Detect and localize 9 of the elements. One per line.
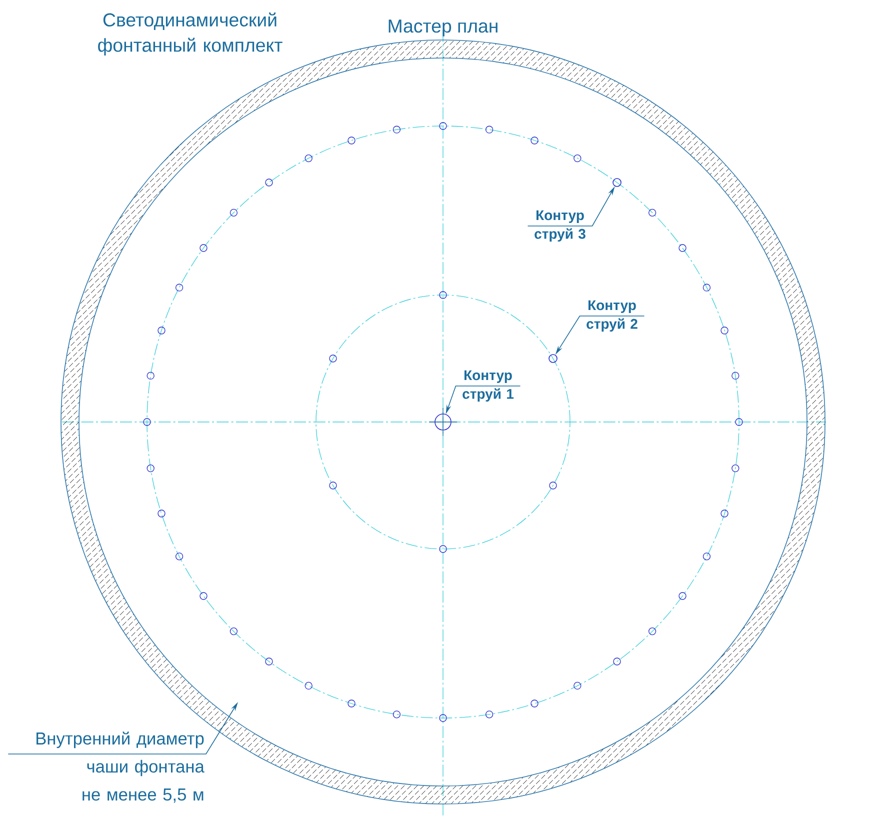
- nozzle: [548, 354, 558, 363]
- nozzle: [612, 178, 622, 187]
- callout-label: Внутренний диаметр чаши фонтана не менее 5,5 м: [36, 732, 204, 803]
- callout-label: Контур струй 2: [586, 300, 638, 332]
- nozzle: [428, 408, 458, 436]
- callout-label: Контур струй 3: [534, 210, 586, 242]
- callout-label: Контур струй 1: [462, 370, 514, 402]
- heading-text: Светодинамический фонтанный комплект: [98, 12, 282, 56]
- title: Мастер план: [388, 20, 498, 36]
